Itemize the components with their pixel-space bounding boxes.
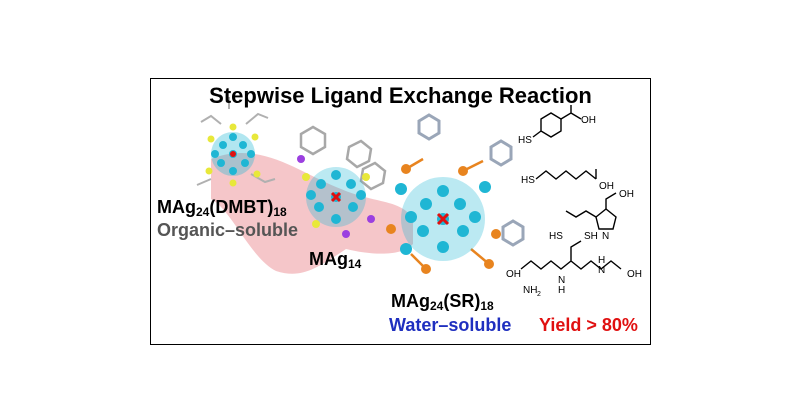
svg-text:H: H	[558, 285, 565, 296]
svg-text:HS: HS	[518, 135, 532, 146]
svg-text:H: H	[598, 255, 605, 266]
cluster-mag14	[297, 125, 387, 238]
cluster-mag24-dmbt	[196, 97, 276, 187]
cluster3-formula: MAg24(SR)18	[391, 291, 494, 313]
water-soluble-label: Water–soluble	[389, 315, 512, 335]
svg-text:N: N	[558, 275, 565, 286]
svg-text:NH: NH	[523, 285, 537, 296]
cluster1-formula: MAg24(DMBT)18	[157, 197, 287, 219]
svg-text:SH: SH	[584, 231, 598, 242]
figure-title: Stepwise Ligand Exchange Reaction	[209, 83, 592, 108]
figure-frame: OH HS OH HS OH HS N OH OH NH 2 SH N H N …	[150, 78, 651, 345]
structure-atom-labels: OH HS OH HS OH HS N OH OH NH 2 SH N H N …	[506, 115, 642, 298]
reaction-band	[211, 152, 413, 274]
svg-text:OH: OH	[627, 269, 642, 280]
svg-text:HS: HS	[549, 231, 563, 242]
cluster-mag24-sr	[386, 113, 525, 274]
svg-text:OH: OH	[506, 269, 521, 280]
figure-artwork: OH HS OH HS OH HS N OH OH NH 2 SH N H N …	[196, 97, 642, 298]
cluster2-formula: MAg14	[309, 249, 362, 271]
svg-text:HS: HS	[521, 175, 535, 186]
svg-text:N: N	[602, 231, 609, 242]
svg-text:OH: OH	[619, 189, 634, 200]
svg-text:2: 2	[537, 291, 541, 298]
ligand-structures	[520, 105, 622, 270]
organic-soluble-label: Organic–soluble	[157, 220, 299, 240]
yield-label: Yield > 80%	[539, 315, 638, 335]
svg-text:N: N	[598, 265, 605, 276]
svg-text:OH: OH	[599, 181, 614, 192]
svg-text:OH: OH	[581, 115, 596, 126]
